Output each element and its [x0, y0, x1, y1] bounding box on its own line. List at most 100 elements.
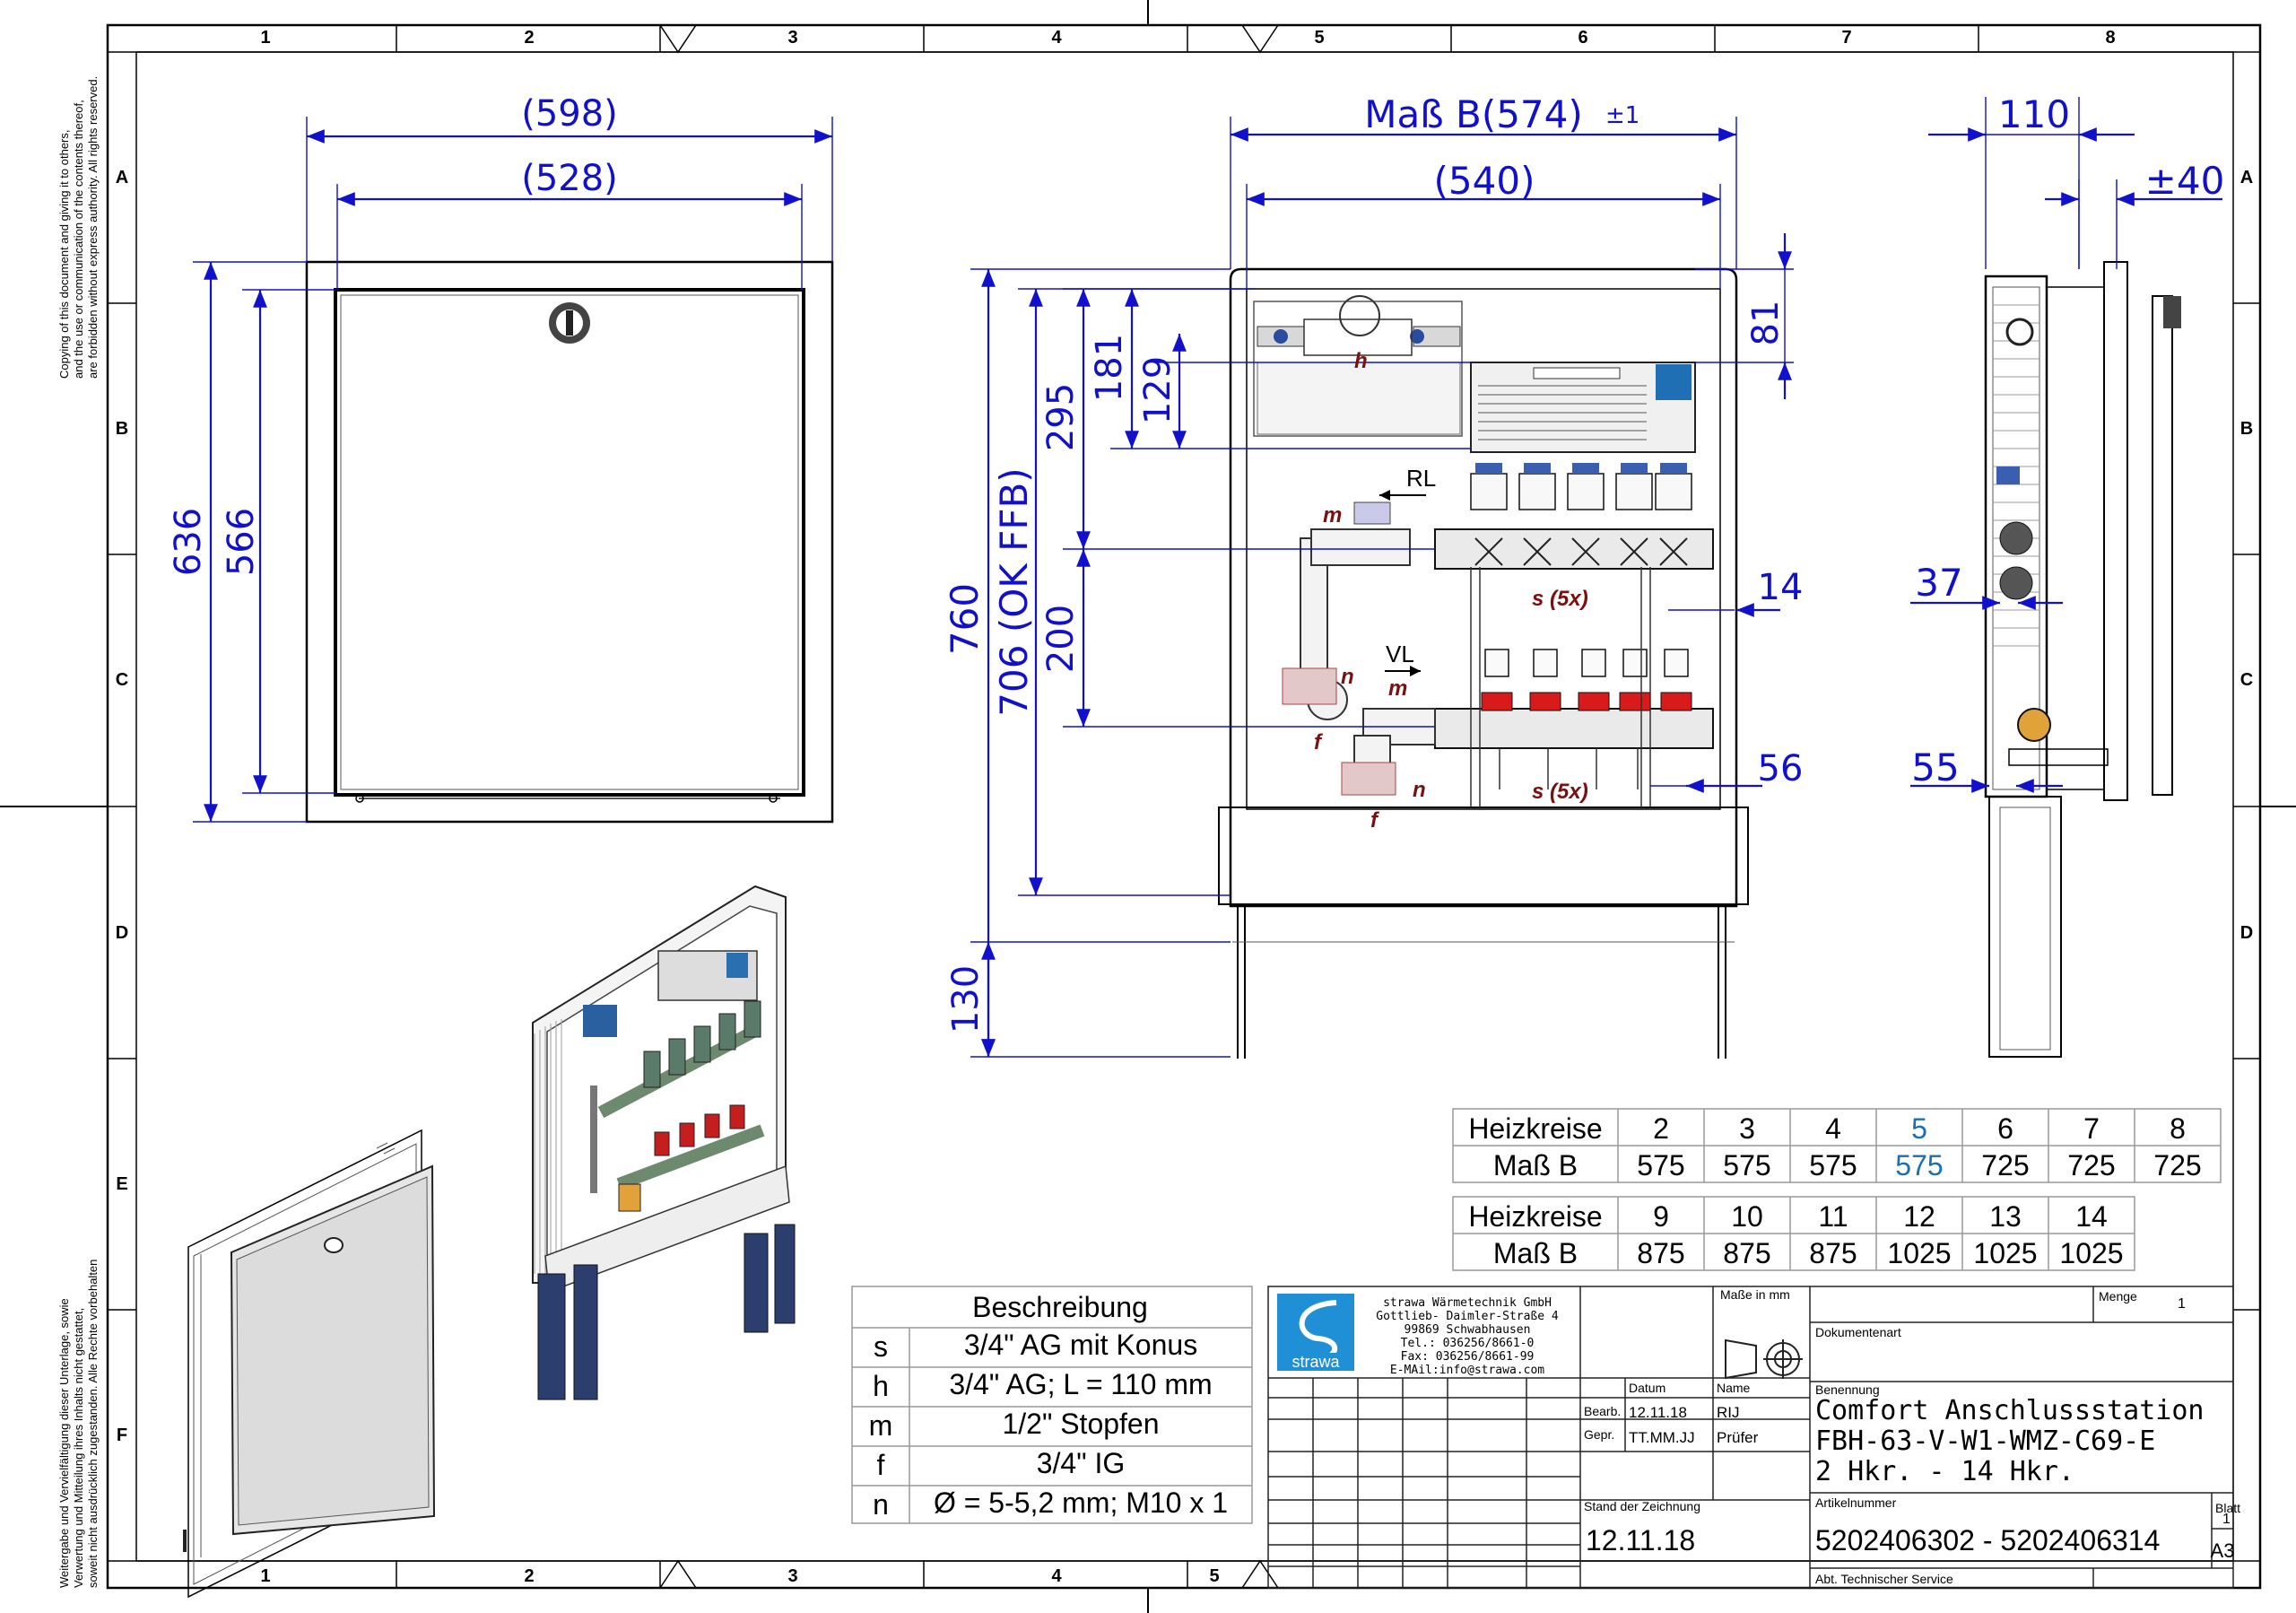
desc-key: f [877, 1449, 885, 1481]
col-1-bottom: 1 [260, 1566, 270, 1586]
row-d-right: D [2240, 923, 2253, 943]
copyright-line-1: Copying of this document and giving it t… [57, 130, 71, 379]
rights-line-3: soweit nicht ausdrücklich zugestanden. A… [86, 1260, 100, 1588]
format-value: A3 [2211, 1539, 2235, 1562]
dim-front-width-598: (598) [521, 93, 618, 135]
col-5-bottom: 5 [1209, 1566, 1219, 1586]
table-cell: 575 [1723, 1149, 1770, 1181]
table-cell: 9 [1653, 1200, 1669, 1233]
col-3-bottom: 3 [787, 1566, 797, 1586]
company-line: Gottlieb- Daimler-Straße 4 [1376, 1310, 1559, 1323]
col-4: 4 [1051, 28, 1062, 48]
desc-key: m [869, 1409, 893, 1442]
rl-manifold [1434, 463, 1714, 570]
bearb-label: Bearb. [1584, 1404, 1621, 1418]
table-cell-highlight: 5 [1911, 1112, 1927, 1145]
table-cell: 1025 [1887, 1237, 1951, 1269]
table-cell: 575 [1637, 1149, 1684, 1181]
strawa-logo: strawa [1277, 1294, 1354, 1371]
dim-front-width-528: (528) [521, 158, 618, 199]
table-cell: 725 [1981, 1149, 2029, 1181]
label-m-top: m [1323, 503, 1342, 527]
desc-value: 1/2" Stopfen [1002, 1408, 1159, 1440]
description-title: Beschreibung [972, 1291, 1148, 1323]
table-head-heizkreise-2: Heizkreise [1468, 1200, 1602, 1233]
designation-line-2: FBH-63-V-W1-WMZ-C69-E [1815, 1426, 2155, 1457]
company-line: Tel.: 036256/8661-0 [1401, 1337, 1535, 1350]
units-label: Maße in mm [1720, 1287, 1790, 1302]
designation-line-1: Comfort Anschlussstation [1815, 1395, 2204, 1426]
col-4-bottom: 4 [1051, 1566, 1062, 1586]
col-1: 1 [260, 28, 270, 48]
department: Abt. Technischer Service [1815, 1572, 1953, 1586]
dim-front-height-566: 566 [221, 508, 262, 576]
label-m-bottom: m [1388, 676, 1407, 701]
copyright-line-3: are forbidden without express authority.… [86, 76, 100, 379]
rights-notice: Weitergabe und Vervielfältigung dieser U… [57, 1260, 100, 1588]
col-2: 2 [524, 28, 534, 48]
dim-main-56: 56 [1758, 748, 1804, 789]
table-cell: 575 [1809, 1149, 1857, 1181]
dim-side-55: 55 [1911, 745, 1959, 789]
gepr-name: Prüfer [1717, 1429, 1759, 1446]
date-label: Datum [1629, 1381, 1665, 1395]
desc-value: 3/4" AG mit Konus [964, 1329, 1197, 1361]
dim-side-40: ±40 [2145, 159, 2225, 203]
quantity-value: 1 [2178, 1296, 2186, 1312]
dim-main-129: 129 [1137, 356, 1178, 424]
label-n-bottom: n [1413, 778, 1426, 802]
col-3: 3 [787, 28, 797, 48]
col-8: 8 [2105, 28, 2115, 48]
dim-main-295: 295 [1040, 383, 1082, 451]
copyright-line-2: and the use or communication of the cont… [72, 100, 85, 379]
desc-value: Ø = 5-5,2 mm; M10 x 1 [934, 1487, 1228, 1519]
dim-main-14: 14 [1758, 567, 1804, 608]
row-f: F [117, 1426, 127, 1445]
sheet-label: Blatt [2215, 1501, 2240, 1515]
desc-key: s [874, 1330, 888, 1363]
sheet-value: 1 [2222, 1512, 2231, 1527]
table-cell: 725 [2153, 1149, 2201, 1181]
desc-value: 3/4" AG; L = 110 mm [949, 1368, 1212, 1400]
size-table: Heizkreise Maß B 2 3 4 5 6 7 8 575 575 5… [1452, 1108, 2222, 1271]
table-head-heizkreise-1: Heizkreise [1468, 1112, 1602, 1145]
iso-door-view [183, 1129, 436, 1599]
front-view: (598) (528) 636 566 [168, 93, 834, 824]
dim-side-37: 37 [1915, 561, 1962, 605]
table-cell: 10 [1731, 1200, 1763, 1233]
description-table: Beschreibung s 3/4" AG mit Konus h 3/4" … [851, 1286, 1253, 1524]
iso-manifold [590, 1000, 765, 1212]
row-a: A [116, 168, 128, 187]
iso-cabinet-view [532, 885, 796, 1400]
dim-tolerance: ±1 [1605, 102, 1639, 129]
table-head-mass-b-2: Maß B [1493, 1237, 1578, 1269]
doc-type-label: Dokumentenart [1815, 1325, 1901, 1339]
table-cell: 725 [2067, 1149, 2115, 1181]
dim-main-130: 130 [945, 965, 987, 1033]
table-cell: 875 [1637, 1237, 1684, 1269]
table-cell: 2 [1653, 1112, 1669, 1145]
label-n-top: n [1341, 665, 1354, 689]
company-line: E-MAil:info@strawa.com [1390, 1364, 1544, 1377]
dim-main-200: 200 [1040, 605, 1082, 673]
label-f-top: f [1314, 730, 1323, 754]
col-6: 6 [1578, 28, 1587, 48]
title-block: strawa strawa Wärmetechnik GmbH Gottlieb… [1267, 1286, 2240, 1589]
label-s-top: s (5x) [1532, 587, 1588, 611]
table-head-mass-b-1: Maß B [1493, 1149, 1578, 1181]
col-2-bottom: 2 [524, 1566, 534, 1586]
quantity-label: Menge [2099, 1289, 2137, 1303]
article-label: Artikelnummer [1815, 1495, 1897, 1510]
label-s-bottom: s (5x) [1532, 780, 1588, 804]
row-e: E [116, 1174, 127, 1194]
stand-value: 12.11.18 [1586, 1524, 1695, 1556]
table-cell: 14 [2075, 1200, 2108, 1233]
table-cell: 1025 [2059, 1237, 2123, 1269]
table-cell: 875 [1809, 1237, 1857, 1269]
desc-key: n [873, 1488, 889, 1521]
rights-line-2: Verwertung und Mitteilung ihres Inhalts … [72, 1308, 85, 1588]
copyright-notice: Copying of this document and giving it t… [57, 76, 100, 379]
table-cell: 12 [1903, 1200, 1935, 1233]
row-b: B [116, 419, 128, 439]
